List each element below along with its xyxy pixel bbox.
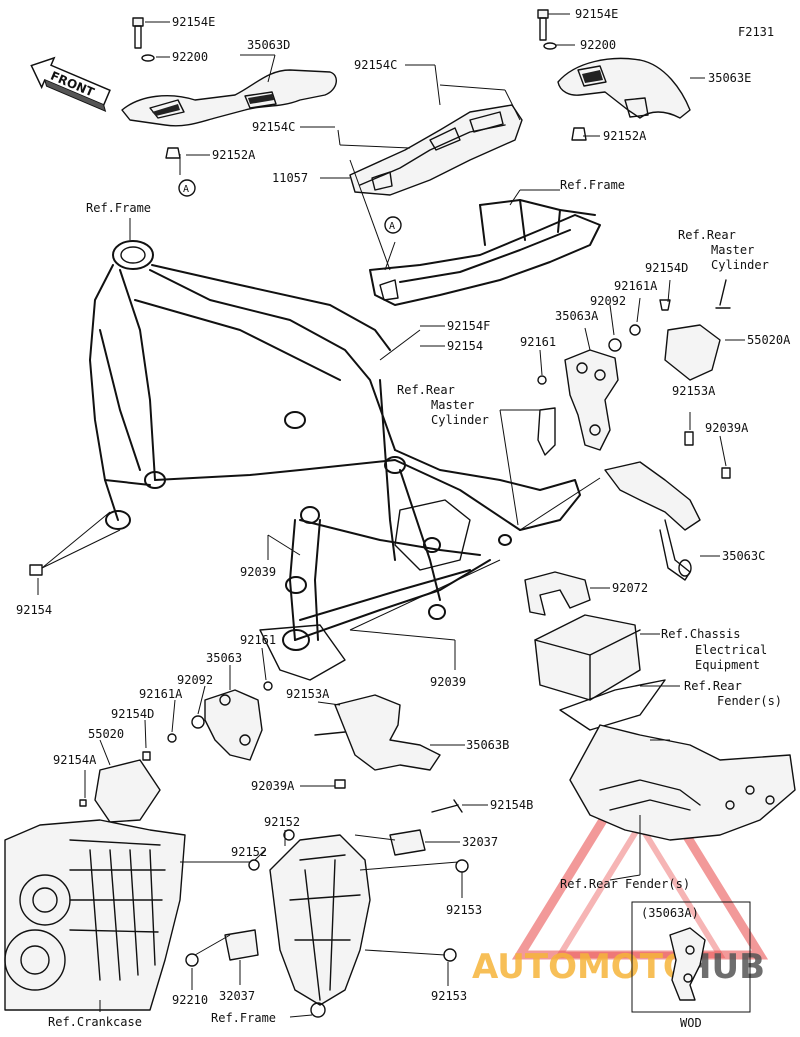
label-92039-a: 92039 (240, 565, 276, 579)
front-arrow-icon: FRONT (30, 56, 111, 113)
ref-chassis-2: Electrical (695, 643, 767, 657)
label-92200-left: 92200 (172, 50, 208, 64)
inset-box-wod: (35063A) WOD (631, 901, 751, 1030)
ref-rmc-right-1: Ref.Rear (678, 228, 736, 242)
label-92152-b: 92152 (231, 845, 267, 859)
label-92153A-c: 92153A (286, 687, 330, 701)
label-92161A-r: 92161A (614, 279, 658, 293)
ref-rmc-right-2: Master (711, 243, 754, 257)
label-92154C-a: 92154C (354, 58, 397, 72)
ref-fender-1a: Ref.Rear (684, 679, 742, 693)
label-35063A: 35063A (555, 309, 599, 323)
ref-frame-bottom: Ref.Frame (211, 1011, 276, 1025)
bolt-92154E-right (537, 9, 587, 141)
label-35063C: 35063C (722, 549, 765, 563)
bracket-11057 (349, 104, 523, 196)
label-92154D-r: 92154D (645, 261, 688, 275)
ref-chassis-1: Ref.Chassis (661, 627, 740, 641)
label-92072: 92072 (612, 581, 648, 595)
ref-frame-top: Ref.Frame (560, 178, 625, 192)
ref-fender-1b: Fender(s) (717, 694, 782, 708)
label-92200-right: 92200 (580, 38, 616, 52)
label-92161-r: 92161 (520, 335, 556, 349)
label-92154E-right: 92154E (575, 7, 618, 21)
watermark-text-a: AUTOMOTO (472, 947, 692, 987)
cover-35063E (557, 57, 691, 119)
main-frame (89, 240, 581, 681)
label-92154E-left: 92154E (172, 15, 215, 29)
label-92161-l: 92161 (240, 633, 276, 647)
leader-lines (37, 13, 745, 1018)
label-92154F: 92154F (447, 319, 490, 333)
label-92039A-r: 92039A (705, 421, 749, 435)
label-92039A-c: 92039A (251, 779, 295, 793)
label-92154D-l: 92154D (111, 707, 154, 721)
label-92153-a: 92153 (446, 903, 482, 917)
battery-holder-92072 (524, 571, 591, 616)
bolt-92154-left (29, 564, 43, 576)
ref-rmc-center-2: Master (431, 398, 474, 412)
label-92152A-right: 92152A (603, 129, 647, 143)
label-92092-l: 92092 (177, 673, 213, 687)
ref-fender-2: Ref.Rear Fender(s) (560, 877, 690, 891)
label-55020: 55020 (88, 727, 124, 741)
callout-marker-a-right (384, 216, 402, 234)
heel-guard-55020 (79, 759, 161, 823)
label-11057: 11057 (272, 171, 308, 185)
label-92153-b: 92153 (431, 989, 467, 1003)
part-labels: 92154E 92200 35063D 92152A 92154C 92154C… (16, 7, 791, 1007)
battery-case (534, 614, 666, 731)
inset-caption: WOD (680, 1016, 702, 1030)
label-35063: 35063 (206, 651, 242, 665)
label-92154A: 92154A (53, 753, 97, 767)
label-92154C-b: 92154C (252, 120, 295, 134)
label-92152A-left: 92152A (212, 148, 256, 162)
label-35063E: 35063E (708, 71, 751, 85)
bracket-35063A (537, 279, 731, 456)
label-92092-r: 92092 (590, 294, 626, 308)
label-92152-a: 92152 (264, 815, 300, 829)
label-92154-left: 92154 (16, 603, 52, 617)
ref-rmc-center-3: Cylinder (431, 413, 489, 427)
ref-chassis-3: Equipment (695, 658, 760, 672)
ref-rmc-right-3: Cylinder (711, 258, 769, 272)
diagram-code: F2131 (738, 25, 774, 39)
footrest-35063C (604, 431, 731, 581)
label-35063B: 35063B (466, 738, 509, 752)
label-35063D: 35063D (247, 38, 290, 52)
ref-frame-left: Ref.Frame (86, 201, 151, 215)
label-92039-b: 92039 (430, 675, 466, 689)
heel-guard-55020A (664, 324, 721, 381)
label-92161A-l: 92161A (139, 687, 183, 701)
callout-marker-a-left (178, 179, 196, 197)
inset-part-ref: (35063A) (641, 906, 699, 920)
footrest-35063B (314, 694, 441, 789)
label-92153A-r: 92153A (672, 384, 716, 398)
label-55020A: 55020A (747, 333, 791, 347)
ref-crankcase: Ref.Crankcase (48, 1015, 142, 1029)
callout-a-right-text: A (389, 221, 395, 232)
ref-rmc-center-1: Ref.Rear (397, 383, 455, 397)
engine-mount-bracket (185, 799, 469, 1018)
label-92154: 92154 (447, 339, 483, 353)
label-32037-b: 32037 (219, 989, 255, 1003)
crankcase (4, 819, 186, 1011)
reference-labels: Ref.Frame Ref.Frame Ref.Frame Ref.Rear M… (48, 178, 782, 1029)
label-32037-a: 32037 (462, 835, 498, 849)
callout-a-left-text: A (183, 184, 189, 195)
bolt-92154E-left (132, 17, 181, 175)
rear-fender (569, 724, 796, 841)
cover-35063D (121, 69, 337, 127)
rear-subframe (369, 199, 601, 306)
label-92210: 92210 (172, 993, 208, 1007)
bracket-35063 (142, 681, 273, 761)
label-92154B: 92154B (490, 798, 533, 812)
